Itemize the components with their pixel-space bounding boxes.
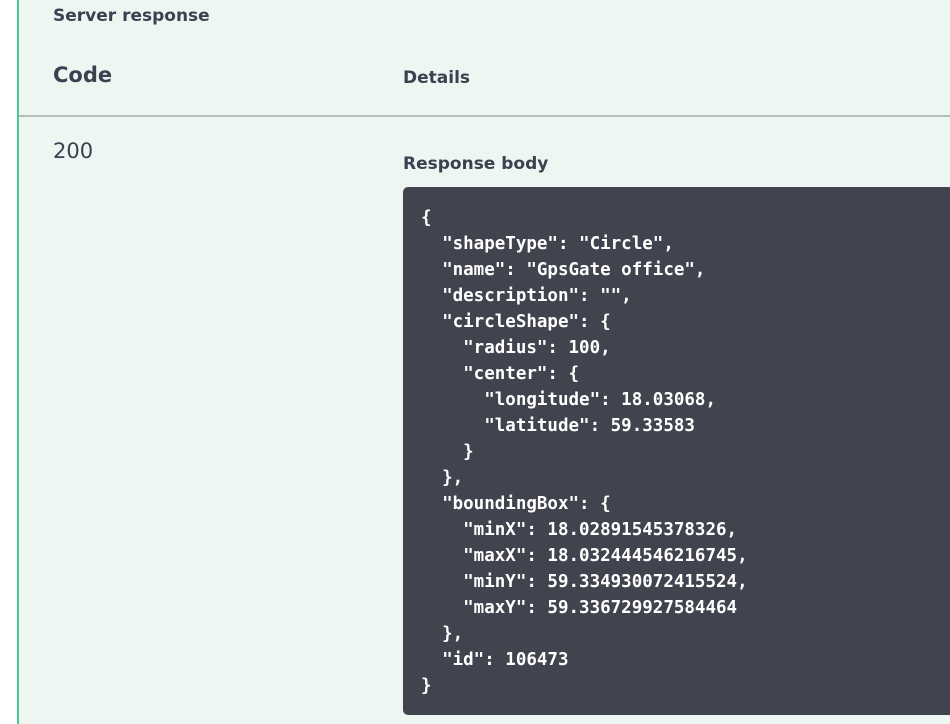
header-divider bbox=[19, 115, 950, 117]
response-body-json[interactable]: { "shapeType": "Circle", "name": "GpsGat… bbox=[421, 208, 748, 696]
column-header-code: Code bbox=[53, 63, 113, 87]
response-body-label: Response body bbox=[403, 154, 549, 174]
column-header-details: Details bbox=[403, 68, 471, 88]
left-gutter bbox=[0, 0, 18, 724]
status-accent-line bbox=[17, 0, 19, 724]
section-title: Server response bbox=[53, 6, 210, 26]
response-status-code: 200 bbox=[53, 139, 94, 163]
response-body-code-block[interactable]: { "shapeType": "Circle", "name": "GpsGat… bbox=[403, 187, 950, 715]
